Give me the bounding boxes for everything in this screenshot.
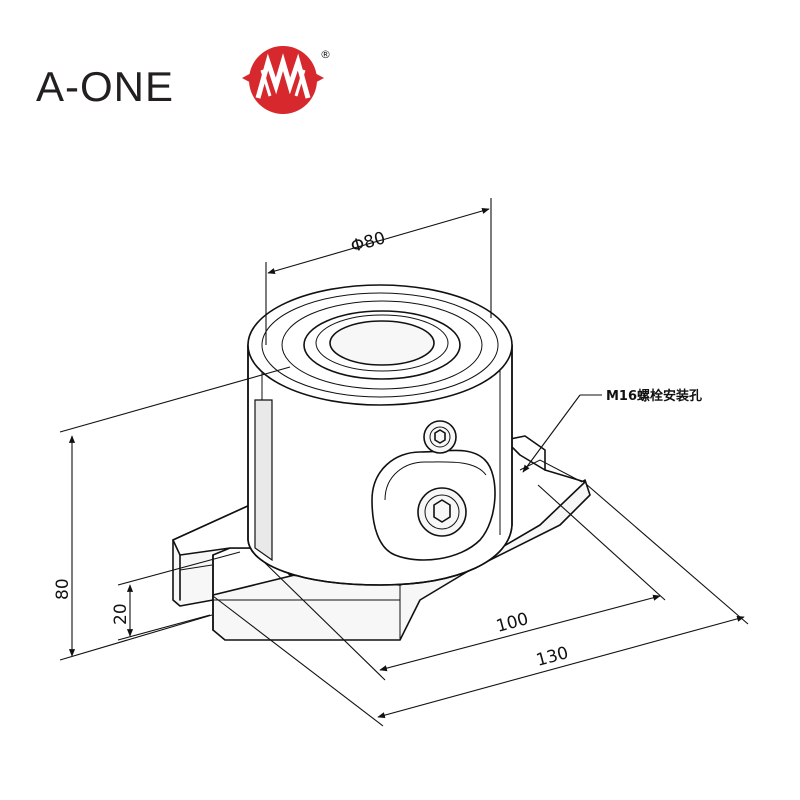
brand-emblem-icon: [242, 46, 324, 114]
dimension-overall-length-label: 130: [534, 643, 571, 671]
dimension-slot-length-label: 100: [494, 609, 531, 637]
registered-mark: ®: [320, 48, 331, 61]
dimension-base-height-label: 20: [111, 603, 131, 625]
dimension-height: 80: [53, 366, 291, 661]
callout-bolt-hole: M16螺栓安装孔: [522, 388, 702, 473]
part-body: [172, 284, 591, 641]
brand-name: A-ONE: [36, 63, 174, 110]
dimension-diameter-label: Φ80: [349, 228, 388, 257]
dimension-overall-length: 130: [212, 483, 749, 727]
dimension-base-height: 20: [111, 551, 241, 641]
brand-logo: A-ONE ®: [36, 46, 331, 114]
callout-bolt-hole-label: M16螺栓安装孔: [606, 388, 702, 404]
dimension-height-label: 80: [53, 578, 73, 600]
